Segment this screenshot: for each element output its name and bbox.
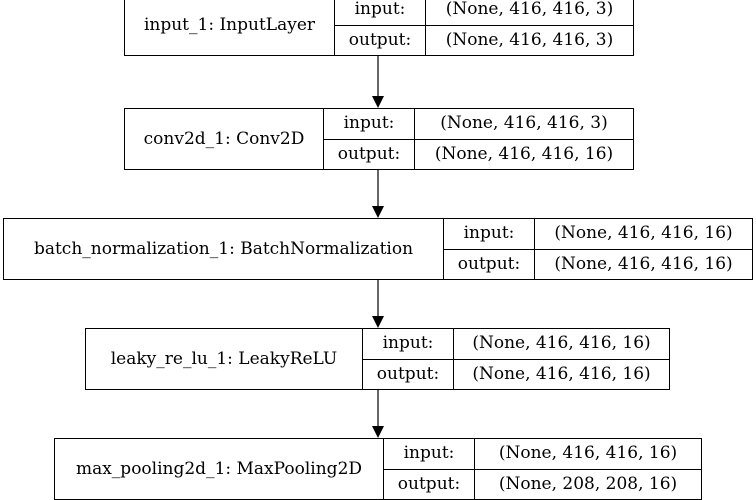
output-shape: (None, 416, 416, 16) [534,248,753,280]
output-shape: (None, 208, 208, 16) [474,468,702,500]
output-shape: (None, 416, 416, 16) [453,358,670,390]
edge-arrow-1 [372,56,384,108]
input-label: input: [443,218,535,250]
input-shape: (None, 416, 416, 16) [534,218,753,250]
layer-node-batch-normalization-1: batch_normalization_1: BatchNormalizatio… [3,218,753,280]
output-label: output: [323,138,415,170]
input-label: input: [323,108,415,140]
input-shape: (None, 416, 416, 16) [453,328,670,360]
output-label: output: [334,24,426,56]
model-diagram-canvas: { "labels": { "input": "input:", "output… [3,0,753,500]
output-label: output: [443,248,535,280]
input-shape: (None, 416, 416, 3) [425,0,634,26]
layer-node-input-1: input_1: InputLayer input: (None, 416, 4… [124,0,634,56]
layer-name: conv2d_1: Conv2D [124,108,324,170]
edge-arrow-4 [372,390,384,438]
layer-node-conv2d-1: conv2d_1: Conv2D input: (None, 416, 416,… [124,108,634,170]
output-shape: (None, 416, 416, 3) [425,24,634,56]
edge-arrow-2 [372,170,384,218]
layer-node-max-pooling2d-1: max_pooling2d_1: MaxPooling2D input: (No… [54,438,702,500]
layer-name: leaky_re_lu_1: LeakyReLU [85,328,363,390]
output-label: output: [362,358,454,390]
edge-arrow-3 [372,280,384,328]
input-shape: (None, 416, 416, 3) [414,108,634,140]
output-label: output: [383,468,475,500]
layer-name: input_1: InputLayer [124,0,335,56]
input-label: input: [334,0,426,26]
input-label: input: [362,328,454,360]
layer-node-leaky-re-lu-1: leaky_re_lu_1: LeakyReLU input: (None, 4… [85,328,670,390]
layer-name: batch_normalization_1: BatchNormalizatio… [3,218,444,280]
input-shape: (None, 416, 416, 16) [474,438,702,470]
input-label: input: [383,438,475,470]
layer-name: max_pooling2d_1: MaxPooling2D [54,438,384,500]
output-shape: (None, 416, 416, 16) [414,138,634,170]
